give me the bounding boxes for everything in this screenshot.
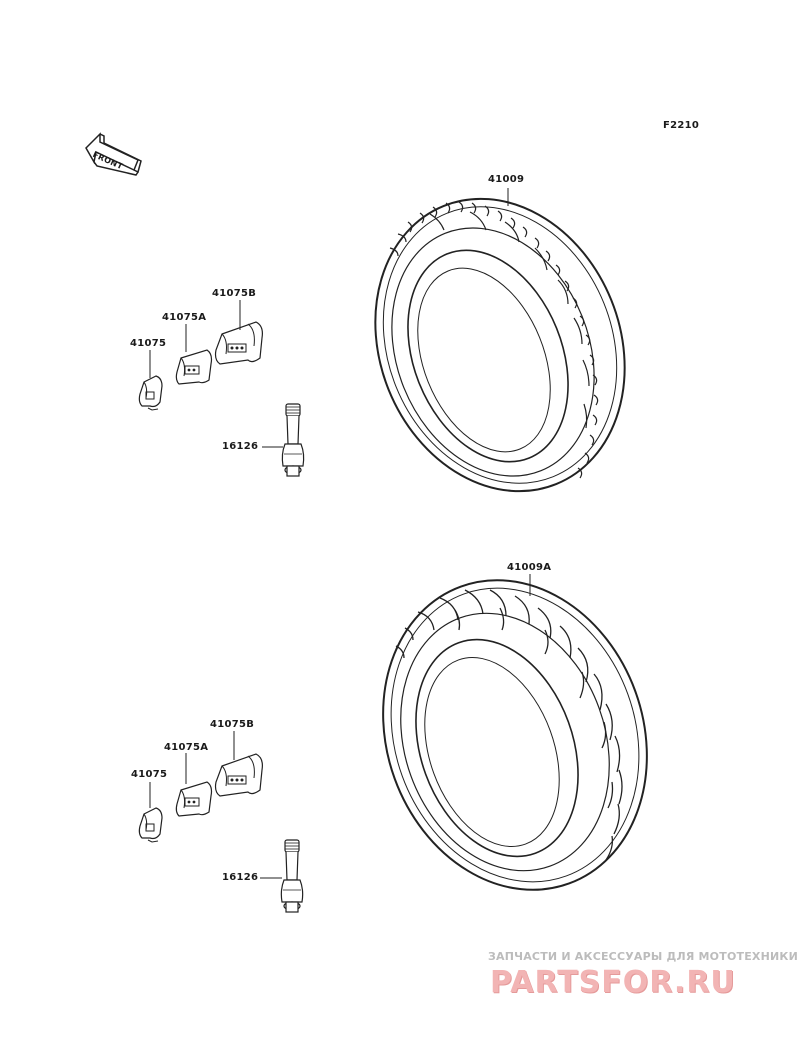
watermark-tagline: ЗАПЧАСТИ И АКСЕССУАРЫ ДЛЯ МОТОТЕХНИКИ [488,950,798,963]
front-valve-16126-icon [281,403,305,477]
front-valve-label: 16126 [222,441,259,452]
front-weight-b-label: 41075B [212,288,257,299]
rear-weight-41075a-icon [175,781,213,817]
rear-weight-41075b-icon [214,753,263,797]
front-tire-label: 41009 [488,174,525,185]
rear-weight-b-label: 41075B [210,719,255,730]
rear-weight-label: 41075 [131,769,168,780]
front-weight-label: 41075 [130,338,167,349]
front-tire [374,197,626,493]
leader-lines [149,188,531,879]
front-weight-41075a-icon [175,349,213,385]
watermark-logo: PARTSFOR.RU [490,965,736,1000]
rear-valve-label: 16126 [222,872,259,883]
rear-tire-label: 41009A [507,562,552,573]
front-weight-a-label: 41075A [162,312,207,323]
rear-valve-16126-icon [280,839,304,913]
front-weight-41075b-icon [214,321,263,365]
front-weight-41075-icon [138,375,163,411]
rear-tire [382,579,648,891]
front-arrow-icon [85,132,142,176]
rear-weight-a-label: 41075A [164,742,209,753]
diagram-id: F2210 [663,120,700,131]
rear-weight-41075-icon [138,807,163,843]
